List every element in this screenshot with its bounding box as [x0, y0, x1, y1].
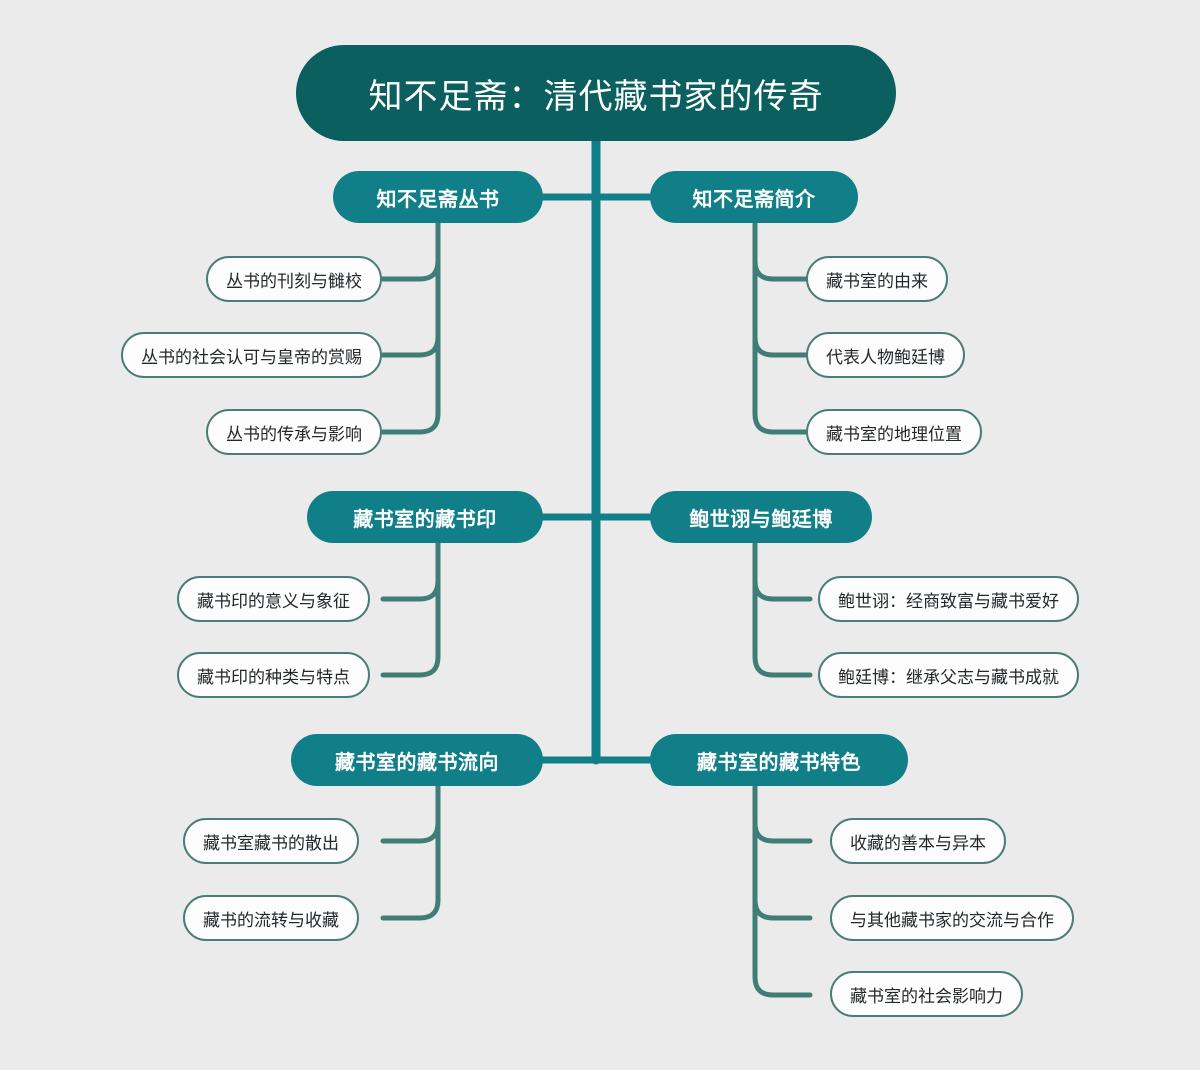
- branch-label: 藏书室的藏书特色: [697, 751, 861, 774]
- leaf-label: 丛书的刊刻与雠校: [226, 271, 362, 291]
- leaf-label: 代表人物鲍廷博: [826, 347, 945, 367]
- leaf-label: 藏书室藏书的散出: [203, 833, 339, 853]
- connector-line: [380, 897, 441, 921]
- leaf-node[interactable]: 鲍廷博：继承父志与藏书成就: [818, 652, 1079, 698]
- leaf-label: 藏书室的地理位置: [826, 424, 962, 444]
- root-title-node[interactable]: 知不足斋：清代藏书家的传奇: [296, 45, 896, 141]
- leaf-node[interactable]: 丛书的刊刻与雠校: [206, 256, 382, 302]
- leaf-label: 藏书的流转与收藏: [203, 910, 339, 930]
- connector-line: [752, 411, 813, 435]
- connector-line: [380, 258, 441, 282]
- branch-node-jianjie[interactable]: 知不足斋简介: [650, 171, 858, 223]
- connector-line: [380, 411, 441, 435]
- connector-line: [752, 578, 813, 602]
- connector-line: [380, 820, 441, 844]
- connector-line: [380, 578, 441, 602]
- branch-node-baoshixu[interactable]: 鲍世诩与鲍廷博: [650, 491, 872, 543]
- leaf-node[interactable]: 收藏的善本与异本: [830, 818, 1006, 864]
- connector-line: [752, 974, 813, 998]
- leaf-node[interactable]: 藏书室的由来: [806, 256, 948, 302]
- leaf-label: 收藏的善本与异本: [850, 833, 986, 853]
- leaf-node[interactable]: 藏书印的意义与象征: [177, 576, 370, 622]
- leaf-label: 鲍世诩：经商致富与藏书爱好: [838, 591, 1059, 611]
- branch-node-liuxiang[interactable]: 藏书室的藏书流向: [291, 734, 543, 786]
- leaf-label: 丛书的社会认可与皇帝的赏赐: [141, 347, 362, 367]
- leaf-node[interactable]: 丛书的社会认可与皇帝的赏赐: [121, 332, 382, 378]
- branch-label: 藏书室的藏书印: [353, 508, 497, 531]
- branch-label: 知不足斋简介: [692, 188, 816, 211]
- leaf-label: 藏书室的由来: [826, 271, 928, 291]
- leaf-node[interactable]: 代表人物鲍廷博: [806, 332, 965, 378]
- branch-label: 知不足斋丛书: [376, 188, 500, 211]
- branch-node-cangshuyin[interactable]: 藏书室的藏书印: [307, 491, 543, 543]
- leaf-label: 与其他藏书家的交流与合作: [850, 910, 1054, 930]
- leaf-label: 藏书室的社会影响力: [850, 986, 1003, 1006]
- connector-line: [752, 334, 813, 358]
- leaf-node[interactable]: 藏书的流转与收藏: [183, 895, 359, 941]
- leaf-label: 藏书印的意义与象征: [197, 591, 350, 611]
- connector-line: [752, 897, 813, 921]
- leaf-node[interactable]: 藏书室藏书的散出: [183, 818, 359, 864]
- connector-line: [752, 820, 813, 844]
- leaf-node[interactable]: 藏书室的社会影响力: [830, 971, 1023, 1017]
- leaf-node[interactable]: 藏书室的地理位置: [806, 409, 982, 455]
- leaf-label: 藏书印的种类与特点: [197, 667, 350, 687]
- leaf-node[interactable]: 鲍世诩：经商致富与藏书爱好: [818, 576, 1079, 622]
- connector-line: [380, 654, 441, 678]
- leaf-node[interactable]: 与其他藏书家的交流与合作: [830, 895, 1074, 941]
- root-title-label: 知不足斋：清代藏书家的传奇: [368, 77, 824, 116]
- leaf-label: 鲍廷博：继承父志与藏书成就: [838, 667, 1059, 687]
- branch-node-tese[interactable]: 藏书室的藏书特色: [650, 734, 908, 786]
- leaf-label: 丛书的传承与影响: [226, 424, 362, 444]
- leaf-node[interactable]: 丛书的传承与影响: [206, 409, 382, 455]
- connector-line: [752, 258, 813, 282]
- leaf-node[interactable]: 藏书印的种类与特点: [177, 652, 370, 698]
- connector-line: [752, 654, 813, 678]
- connector-line: [380, 334, 441, 358]
- branch-node-congshu[interactable]: 知不足斋丛书: [333, 171, 543, 223]
- branch-label: 鲍世诩与鲍廷博: [689, 508, 833, 531]
- branch-label: 藏书室的藏书流向: [335, 751, 499, 774]
